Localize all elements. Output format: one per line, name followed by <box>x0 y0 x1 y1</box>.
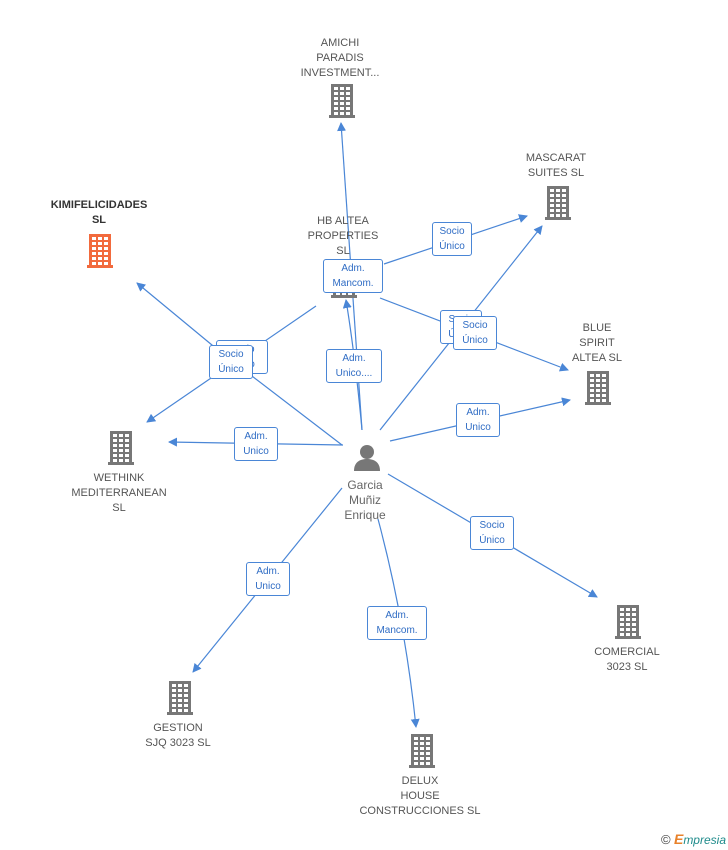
company-label-comercial[interactable]: COMERCIAL 3023 SL <box>594 646 660 673</box>
company-label-mascarat[interactable]: MASCARAT SUITES SL <box>525 152 587 179</box>
building-icon[interactable] <box>409 734 435 768</box>
relation-label: Adm. Unico <box>234 427 278 461</box>
relation-label: Adm. Mancom. <box>323 259 383 293</box>
company-label-wethink[interactable]: WETHINK MEDITERRANEAN SL <box>71 472 167 514</box>
brand-name: mpresia <box>683 833 726 847</box>
company-label-kimifelicidades[interactable]: KIMIFELICIDADES SL <box>50 199 148 226</box>
relation-label: Adm. Unico <box>456 403 500 437</box>
company-label-bluespirit[interactable]: BLUE SPIRIT ALTEA SL <box>572 322 622 364</box>
company-label-amichi[interactable]: AMICHI PARADIS INVESTMENT... <box>300 37 380 79</box>
relation-label: Adm. Unico.... <box>326 349 382 383</box>
empresia-footer: © Empresia <box>661 831 726 847</box>
company-label-gestion[interactable]: GESTION SJQ 3023 SL <box>145 722 211 749</box>
company-label-hbaltea[interactable]: HB ALTEA PROPERTIES SL <box>307 215 379 257</box>
relation-label: Adm. Mancom. <box>367 606 427 640</box>
relation-label: Socio Único <box>209 345 253 379</box>
relation-label: Socio Único <box>432 222 472 256</box>
copyright-symbol: © <box>661 832 671 847</box>
building-icon[interactable] <box>167 681 193 715</box>
relation-label: Socio Único <box>453 316 497 350</box>
building-icons <box>87 84 641 768</box>
relation-label: Adm. Unico <box>246 562 290 596</box>
building-icon[interactable] <box>87 234 113 268</box>
person-label[interactable]: Garcia Muñiz Enrique <box>344 478 386 522</box>
building-icon[interactable] <box>329 84 355 118</box>
building-icon[interactable] <box>585 371 611 405</box>
company-label-delux[interactable]: DELUX HOUSE CONSTRUCCIONES SL <box>359 775 481 817</box>
building-icon[interactable] <box>545 186 571 220</box>
building-icon[interactable] <box>108 431 134 465</box>
relation-label: Socio Único <box>470 516 514 550</box>
building-icon[interactable] <box>615 605 641 639</box>
person-icon[interactable] <box>354 445 380 471</box>
brand-initial: E <box>673 831 684 847</box>
